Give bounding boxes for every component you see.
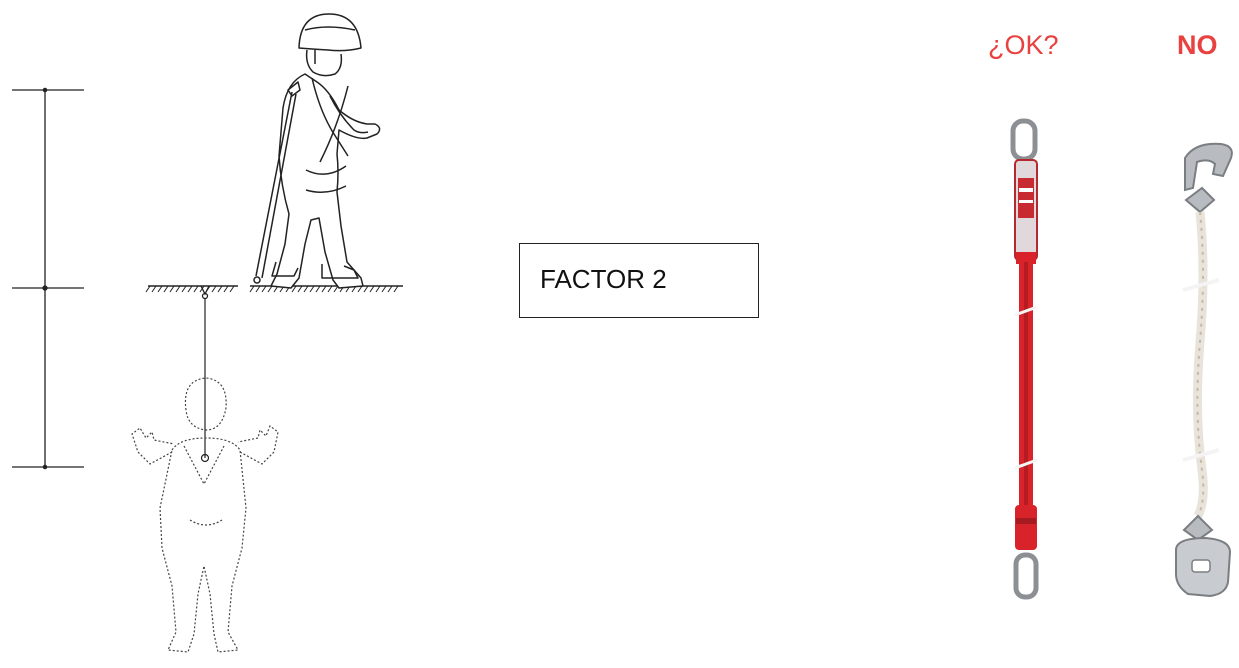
ok-label: ¿OK? bbox=[988, 30, 1059, 61]
walking-worker bbox=[254, 14, 380, 288]
lanyard-no-illustration bbox=[1176, 144, 1232, 596]
no-label: NO bbox=[1177, 30, 1218, 61]
lanyard-ok-illustration bbox=[1013, 121, 1037, 597]
factor-box: FACTOR 2 bbox=[519, 243, 759, 318]
fallen-worker bbox=[132, 298, 278, 652]
anchor-point bbox=[201, 286, 209, 299]
height-dimension bbox=[12, 88, 84, 468]
factor-label: FACTOR 2 bbox=[540, 264, 667, 295]
